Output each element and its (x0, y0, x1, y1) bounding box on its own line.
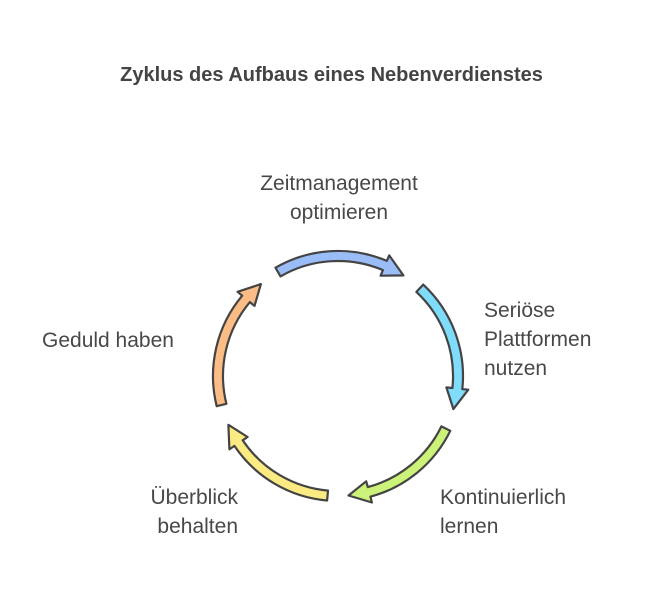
label-line: Zeitmanagement (260, 172, 418, 195)
label-line: Seriöse (484, 299, 556, 322)
step-label-overview: Überblick behalten (118, 483, 238, 541)
label-line: Geduld haben (42, 329, 174, 352)
arrow-learn-icon (347, 425, 452, 504)
step-label-patience: Geduld haben (42, 326, 174, 355)
label-line: Überblick (150, 486, 238, 509)
label-line: behalten (157, 515, 238, 538)
arrow-platforms-icon (415, 283, 470, 411)
step-label-time-management: Zeitmanagement optimieren (244, 169, 434, 227)
diagram-title: Zyklus des Aufbaus eines Nebenverdienste… (120, 64, 543, 86)
label-line: nutzen (484, 357, 548, 380)
step-label-learn: Kontinuierlich lernen (440, 483, 566, 541)
arrow-overview-icon (227, 423, 330, 502)
step-label-platforms: Seriöse Plattformen nutzen (484, 296, 591, 383)
arrow-time-management-icon (274, 249, 405, 278)
label-line: Plattformen (484, 328, 592, 351)
label-line: optimieren (289, 201, 389, 224)
label-line: Kontinuierlich (440, 486, 567, 509)
arrow-patience-icon (211, 283, 262, 408)
label-line: lernen (440, 515, 499, 538)
